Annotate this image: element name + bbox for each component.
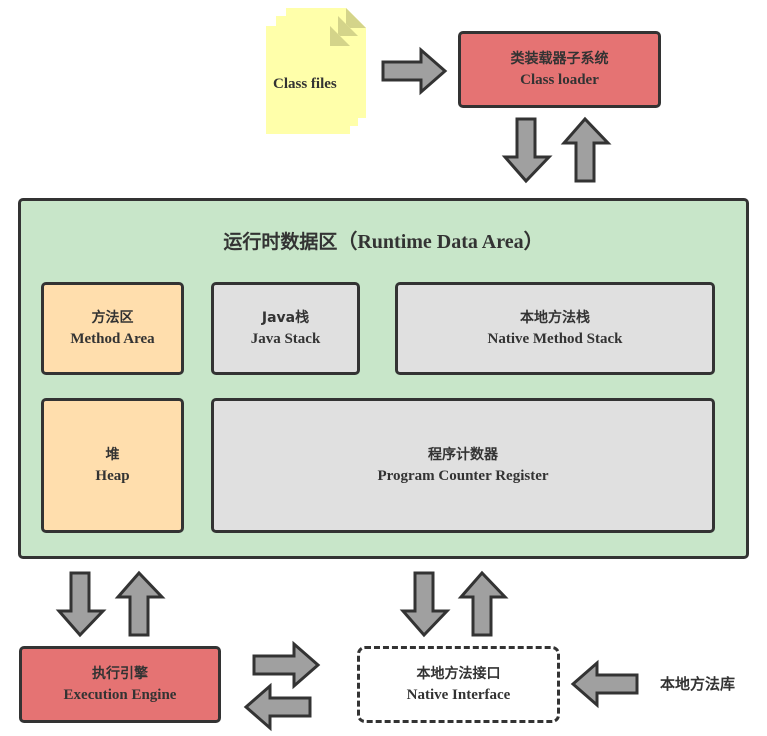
class-loader-zh: 类装载器子系统 xyxy=(510,50,609,67)
method-area-zh: 方法区 xyxy=(91,309,134,326)
native-method-stack-zh: 本地方法栈 xyxy=(520,309,590,326)
arrow-right-icon xyxy=(381,46,448,96)
class-files-label: Class files xyxy=(273,76,337,92)
heap-box[interactable]: 堆 Heap xyxy=(41,398,184,533)
heap-zh: 堆 xyxy=(105,446,120,463)
native-method-stack-box[interactable]: 本地方法栈 Native Method Stack xyxy=(395,282,715,375)
native-interface-en: Native Interface xyxy=(406,686,511,703)
execution-engine-zh: 执行引擎 xyxy=(92,665,148,682)
arrow-up-icon xyxy=(457,570,509,637)
arrow-up-icon xyxy=(560,116,612,183)
runtime-data-area-title: 运行时数据区（Runtime Data Area） xyxy=(223,231,544,253)
arrow-up-icon xyxy=(114,570,166,637)
arrow-down-icon xyxy=(399,571,451,638)
java-stack-box[interactable]: Java栈 Java Stack xyxy=(211,282,360,375)
java-stack-en: Java Stack xyxy=(250,330,321,347)
class-files: Class files xyxy=(266,8,366,134)
native-interface-zh: 本地方法接口 xyxy=(416,665,501,682)
pc-register-box[interactable]: 程序计数器 Program Counter Register xyxy=(211,398,715,533)
document-stack-icon xyxy=(266,8,366,134)
execution-engine-en: Execution Engine xyxy=(63,686,177,703)
heap-en: Heap xyxy=(95,467,130,484)
java-stack-zh: Java栈 xyxy=(261,309,310,326)
class-loader-en: Class loader xyxy=(520,71,599,88)
native-interface-box[interactable]: 本地方法接口 Native Interface xyxy=(357,646,560,723)
execution-engine-box[interactable]: 执行引擎 Execution Engine xyxy=(19,646,221,723)
native-library-label: 本地方法库 xyxy=(660,675,736,693)
arrow-down-icon xyxy=(55,571,107,638)
arrow-down-icon xyxy=(501,117,553,184)
pc-register-en: Program Counter Register xyxy=(377,467,549,484)
arrow-left-icon xyxy=(570,659,639,709)
class-loader-box[interactable]: 类装载器子系统 Class loader xyxy=(458,31,661,108)
arrow-left-icon xyxy=(243,682,312,732)
native-method-stack-en: Native Method Stack xyxy=(487,330,623,347)
arrow-right-icon xyxy=(252,640,321,690)
method-area-box[interactable]: 方法区 Method Area xyxy=(41,282,184,375)
pc-register-zh: 程序计数器 xyxy=(428,446,498,463)
method-area-en: Method Area xyxy=(70,330,155,347)
